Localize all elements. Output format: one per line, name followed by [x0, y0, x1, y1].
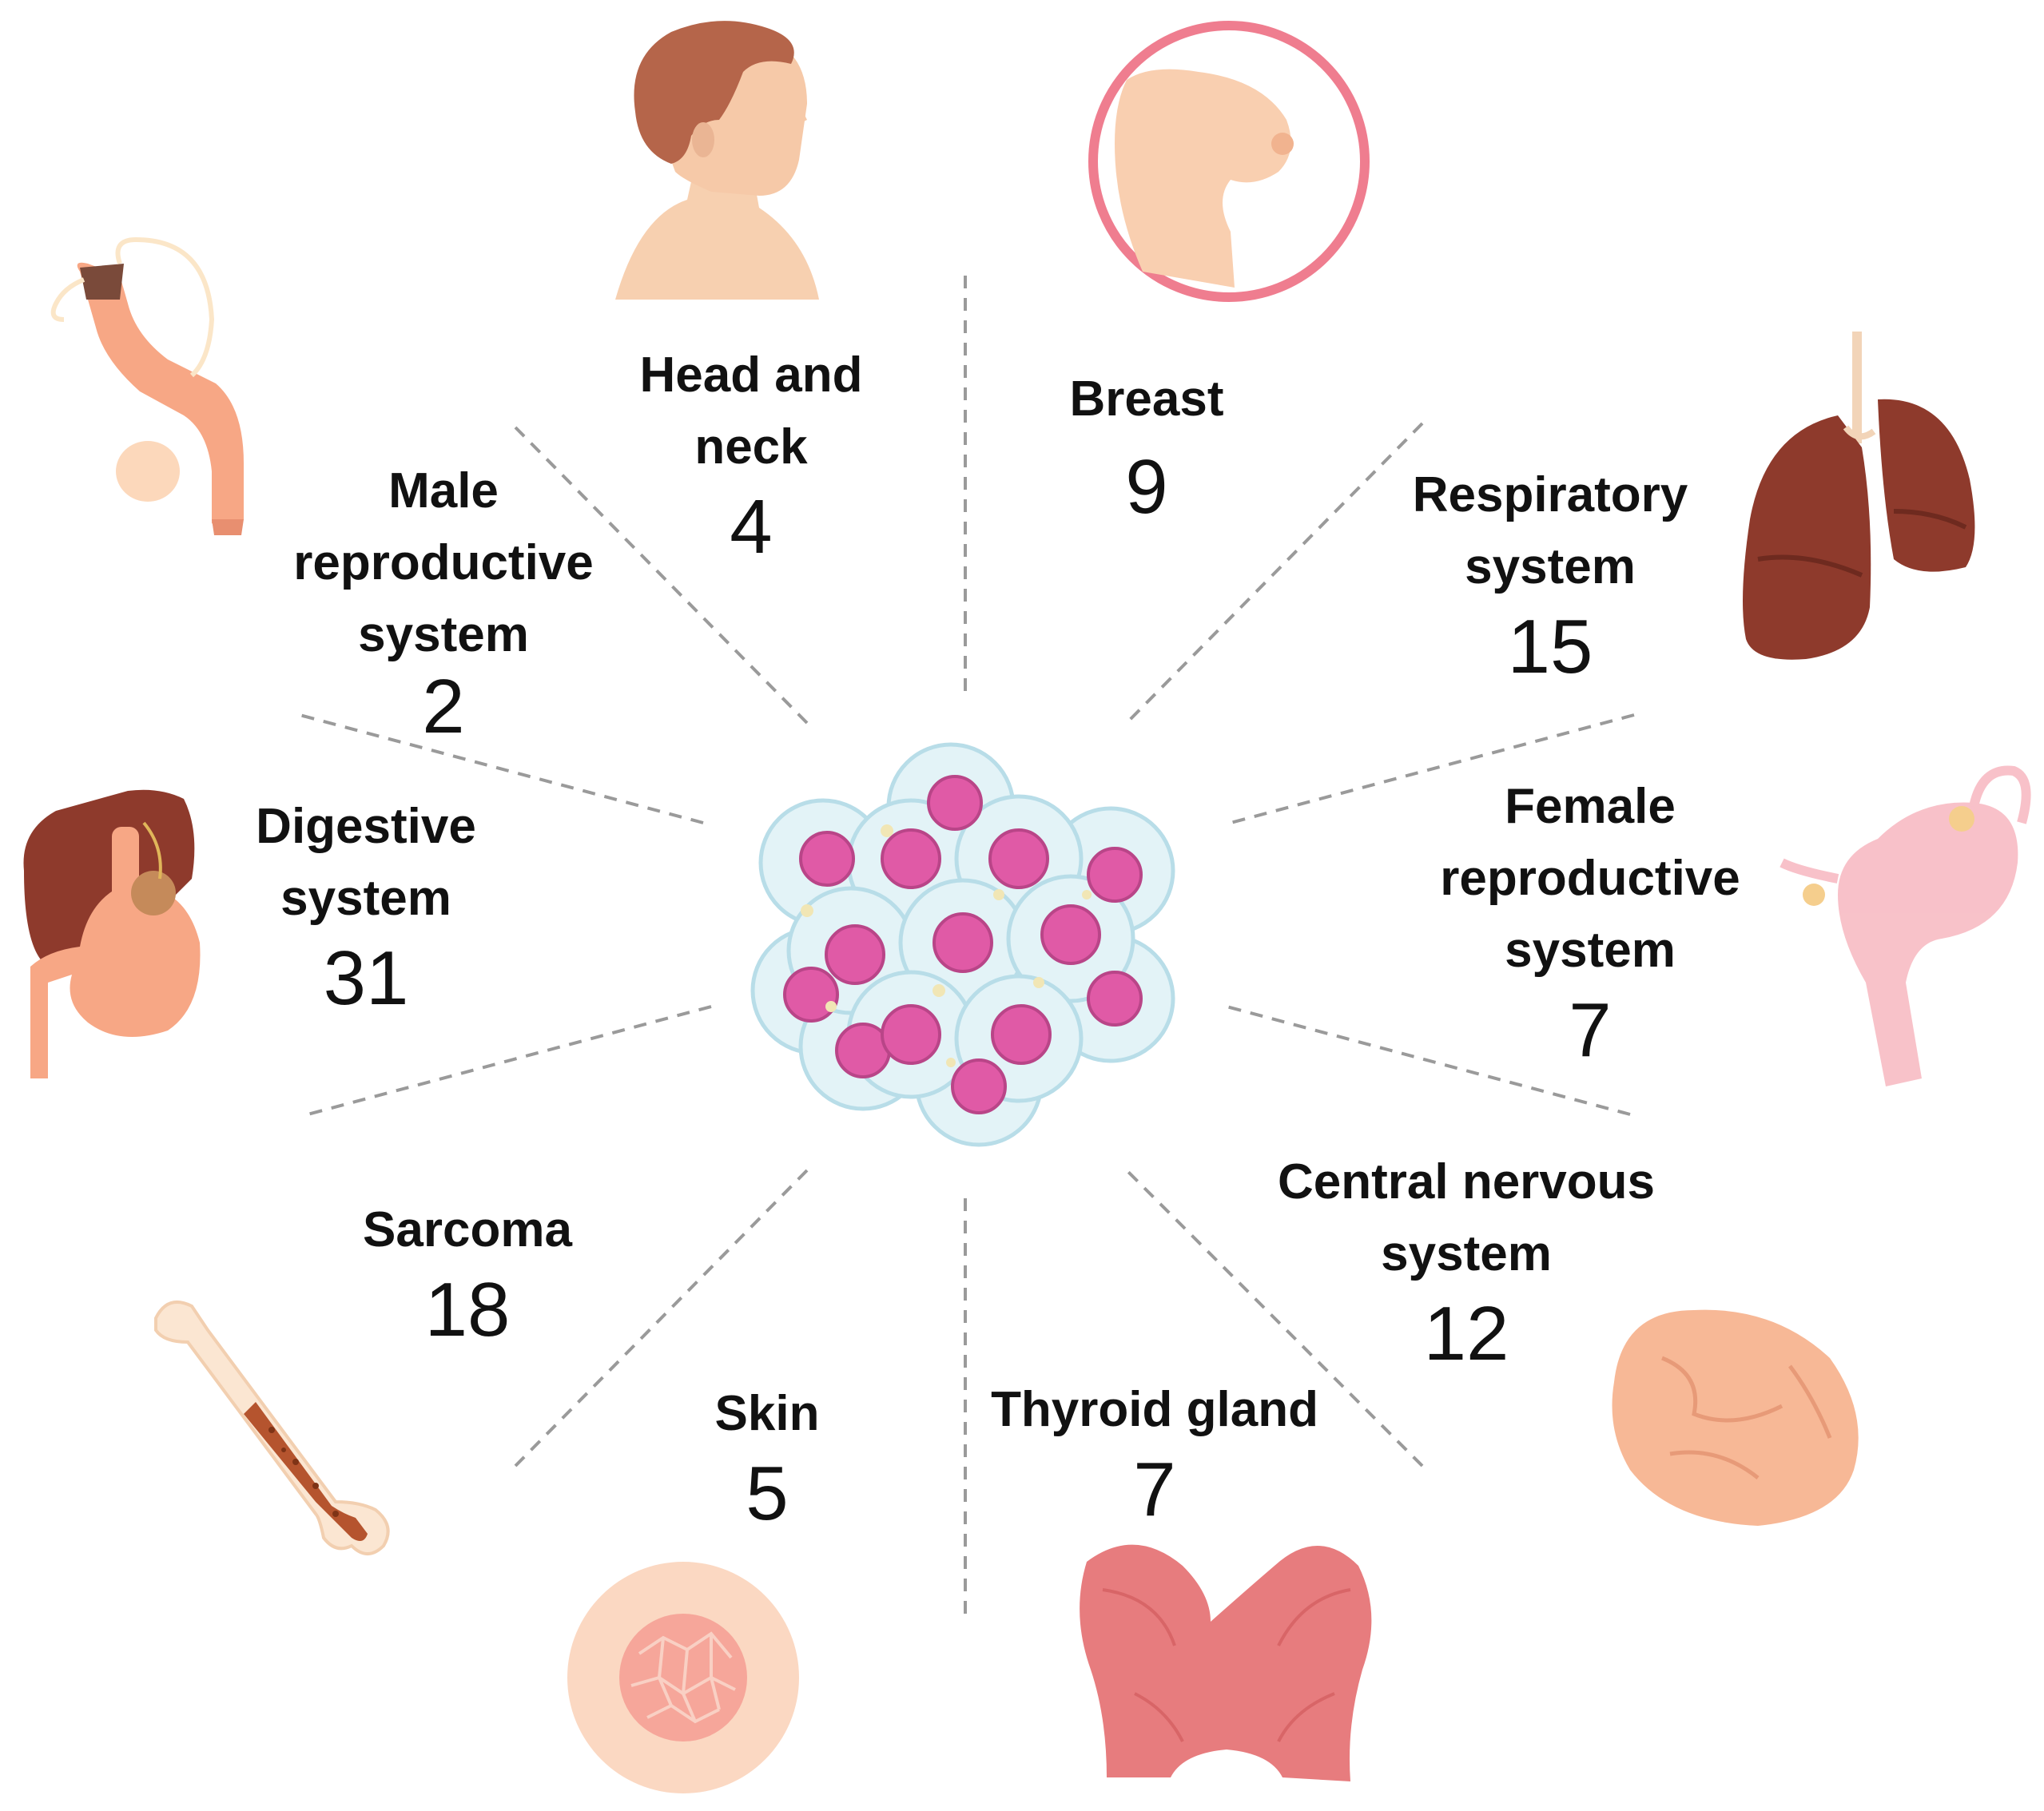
bone-icon: [154, 1301, 390, 1555]
category-count: 4: [730, 484, 773, 570]
divider-lines: [299, 276, 1635, 1618]
category-sarcoma: Sarcoma 18: [363, 1194, 572, 1354]
category-count: 5: [746, 1451, 789, 1536]
uterus-icon: [1780, 765, 2031, 1086]
lungs-icon: [1743, 332, 1975, 660]
category-name: Thyroid gland: [991, 1382, 1318, 1437]
category-count: 7: [1133, 1447, 1176, 1532]
category-name: Sarcoma: [363, 1202, 572, 1257]
category-name: Breast: [1069, 371, 1224, 427]
category-central-nervous: Central nervous system 12: [1278, 1146, 1655, 1378]
category-name: Central nervous system: [1277, 1154, 1656, 1281]
category-count: 15: [1507, 604, 1593, 689]
category-name: Skin: [714, 1386, 820, 1441]
brain-icon: [1612, 1309, 1859, 1526]
category-name: Head and neck: [639, 348, 863, 475]
tumor-cell-cluster-icon: [750, 742, 1175, 1147]
divider-line: [307, 1005, 712, 1116]
category-count: 12: [1423, 1291, 1509, 1376]
category-thyroid: Thyroid gland 7: [991, 1374, 1318, 1534]
divider-line: [1226, 1005, 1631, 1116]
category-count: 18: [424, 1267, 511, 1352]
divider-line: [1230, 713, 1635, 824]
head-profile-icon: [615, 21, 819, 300]
skin-lesion-icon: [567, 1562, 799, 1793]
category-digestive: Digestive system 31: [256, 791, 476, 1023]
divider-line: [1125, 422, 1424, 725]
category-skin: Skin 5: [715, 1378, 820, 1538]
category-breast: Breast 9: [1070, 363, 1224, 531]
divider-line: [1125, 1169, 1424, 1467]
category-head-and-neck: Head and neck 4: [639, 340, 862, 571]
category-count: 2: [422, 664, 465, 749]
thyroid-icon: [1080, 1544, 1372, 1781]
divider-line: [514, 426, 809, 725]
stomach-liver-icon: [23, 789, 201, 1078]
category-female-reproductive: Female reproductive system 7: [1440, 771, 1740, 1074]
divider-line: [299, 713, 704, 824]
category-name: Female reproductive system: [1440, 779, 1740, 978]
category-respiratory: Respiratory system 15: [1413, 459, 1688, 691]
category-name: Respiratory system: [1412, 467, 1688, 594]
breast-icon: [1088, 21, 1370, 302]
divider-line: [514, 1169, 809, 1467]
category-name: Male reproductive system: [293, 463, 594, 662]
category-name: Digestive system: [256, 799, 476, 926]
category-male-reproductive: Male reproductive system 2: [293, 455, 594, 749]
category-count: 7: [1569, 987, 1612, 1073]
category-count: 9: [1125, 444, 1168, 530]
male-reproductive-icon: [50, 236, 245, 535]
category-count: 31: [323, 935, 409, 1021]
